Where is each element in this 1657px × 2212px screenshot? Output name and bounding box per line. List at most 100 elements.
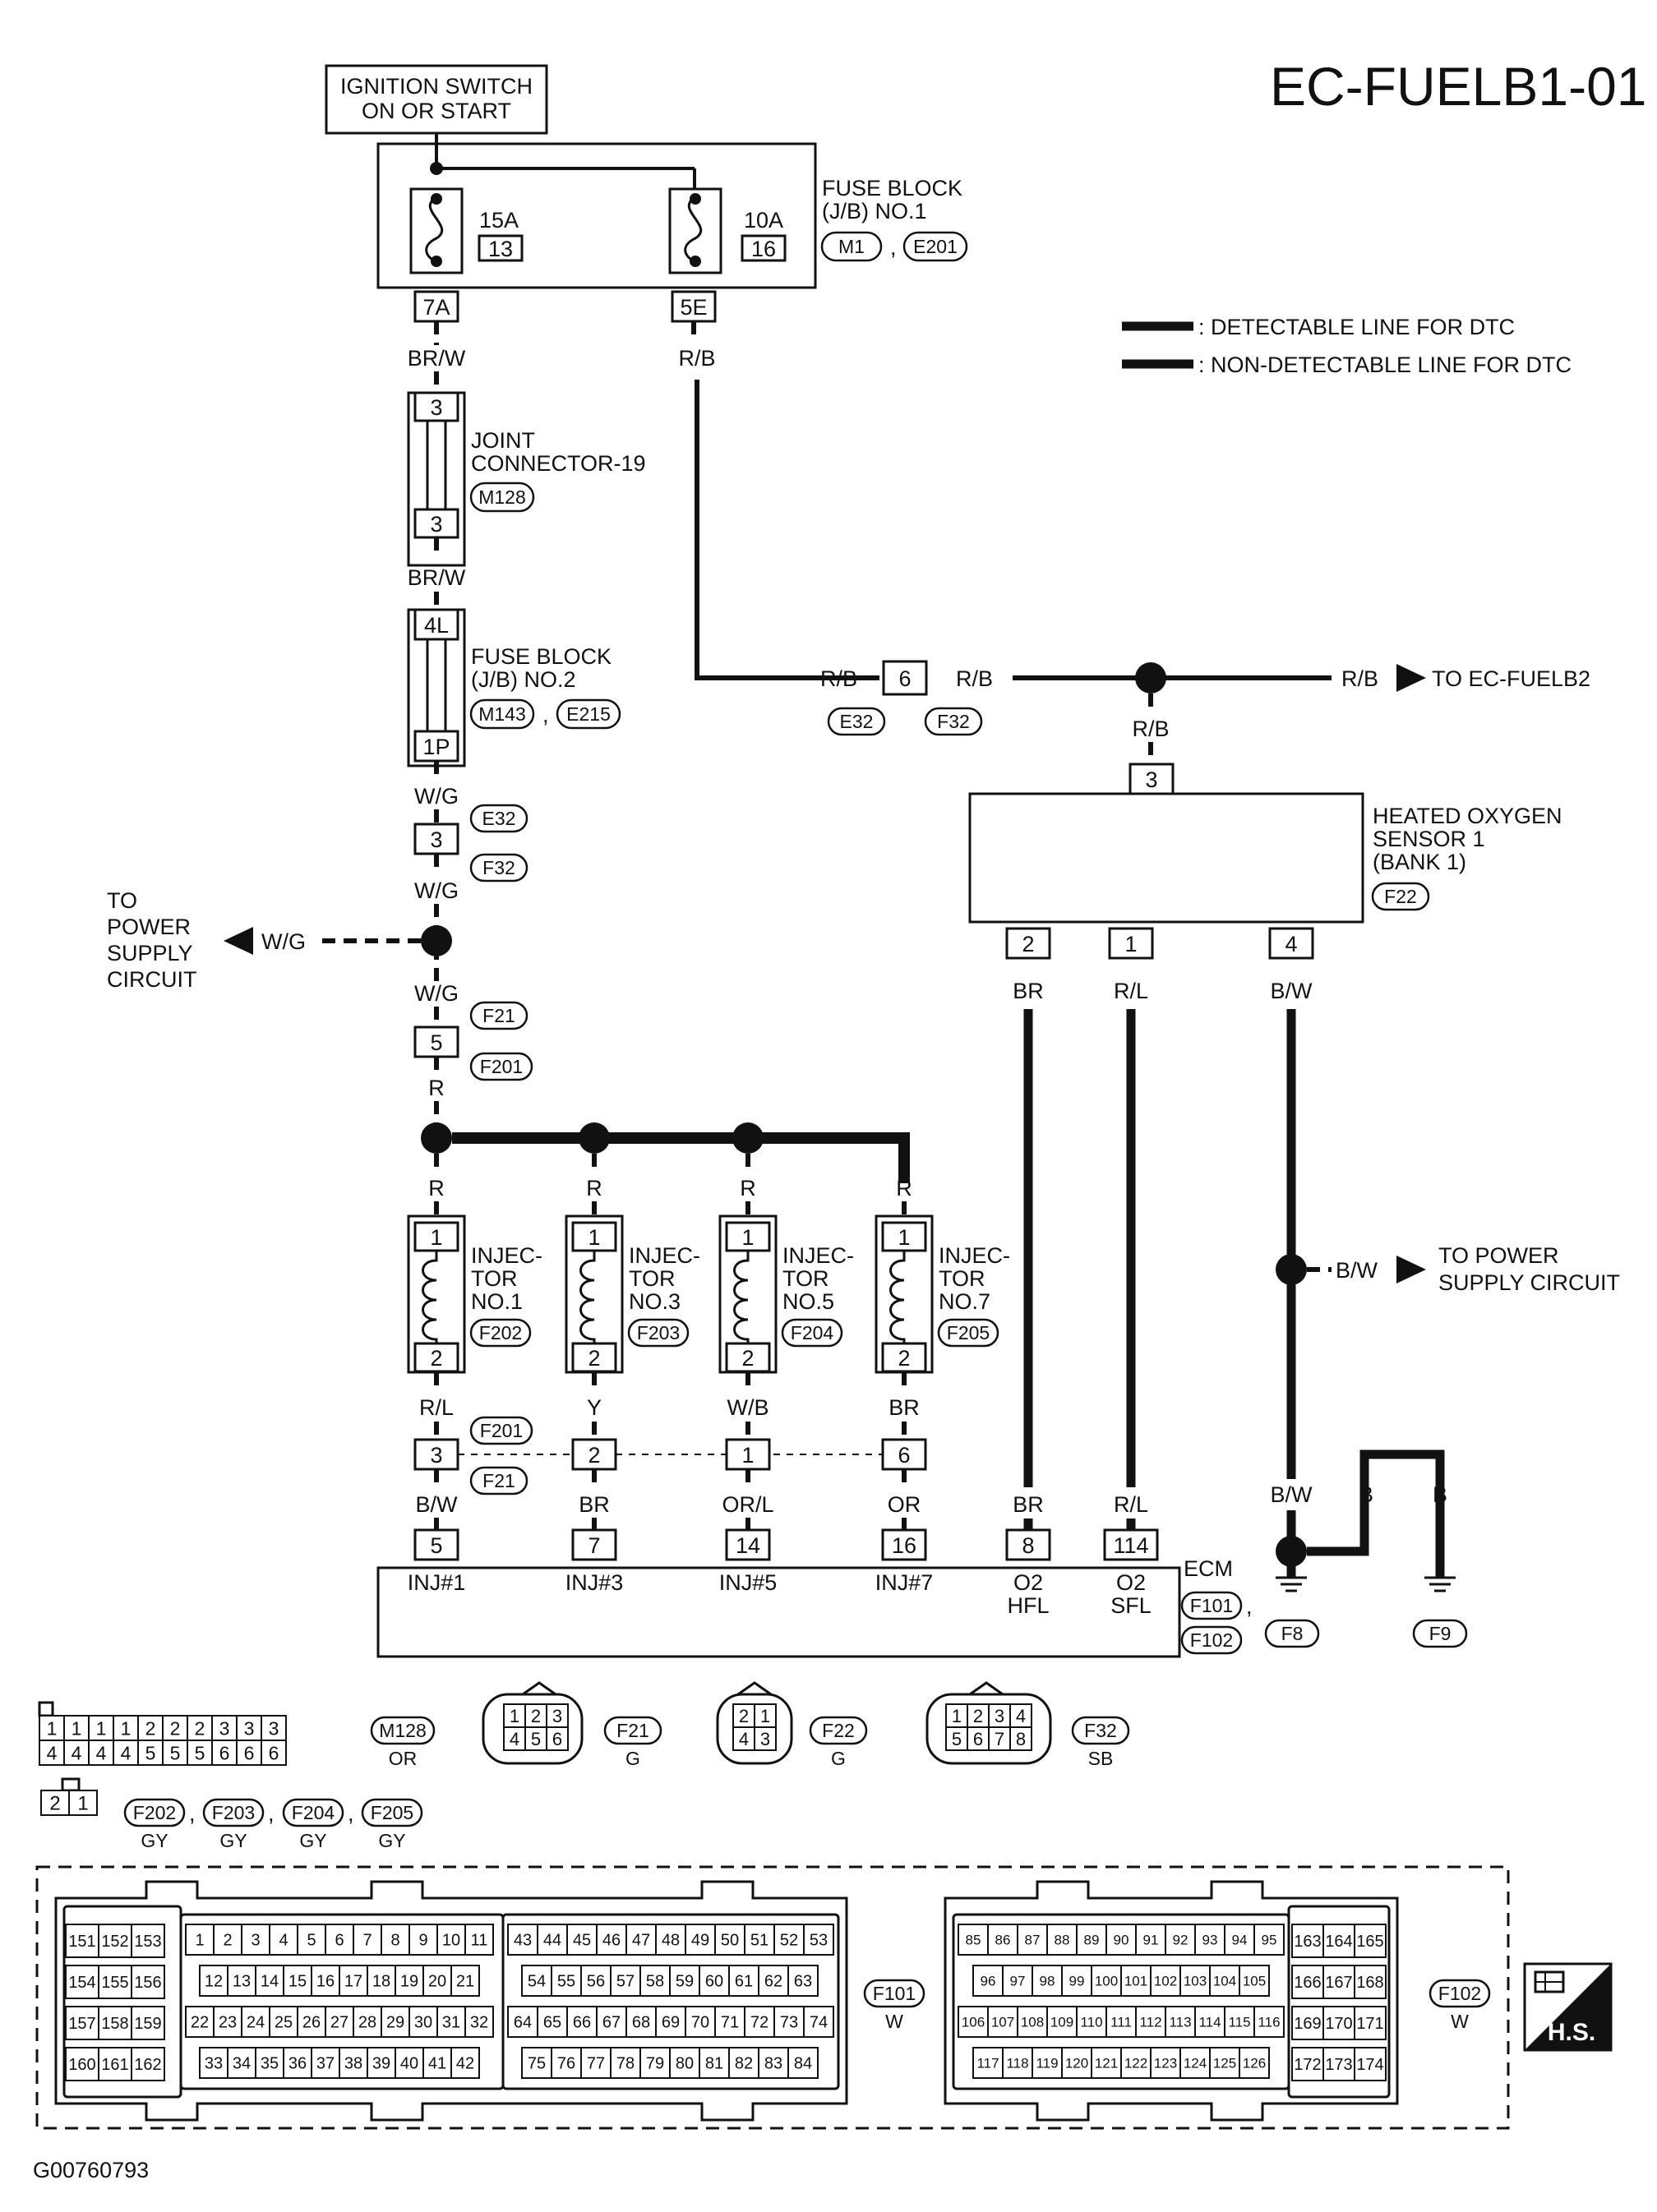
m128-face-id: M128 [379,1720,427,1741]
pin-cell [1322,2047,1355,2081]
pin-cell [353,2006,382,2038]
pin-number: 21 [456,1973,474,1991]
row-pin-1: 1 [741,1443,754,1468]
pin-cell [187,1740,213,1766]
pin-cell [744,1924,775,1956]
figure-id: G00760793 [33,2158,149,2182]
pin-cell [669,2047,700,2079]
pin-cell [98,1965,132,1999]
pin-cell [1061,1965,1092,1997]
pin-number: 46 [602,1932,621,1950]
ho2-pin-3: 3 [1145,767,1157,792]
pin-number: 126 [1243,2056,1266,2071]
legend-detectable: : DETECTABLE LINE FOR DTC [1198,315,1515,339]
ecm-label: ECM [1184,1556,1233,1581]
pin-number: 83 [764,2055,782,2073]
pin-number: 80 [676,2055,694,2073]
inj3-pin-2: 2 [588,1346,600,1371]
ecm-pin-7: 7 [588,1533,600,1558]
pin-number: 158 [101,2015,128,2033]
wire-label-r-1: R [428,1076,445,1100]
pin-cell [580,2047,612,2079]
injector-3: R 1 2 INJEC- TOR NO.3 F203 Y [565,1154,700,1440]
pin-cell [68,1790,98,1816]
heated-oxygen-sensor: 3 HEATED OXYGEN SENSOR 1 (BANK 1) F22 2 … [968,763,1620,1487]
pin-number: 86 [995,1933,1011,1948]
legend-non-detectable: : NON-DETECTABLE LINE FOR DTC [1198,353,1572,377]
pin-number: 160 [68,2056,95,2074]
conn-f21-a: F21 [482,1005,515,1026]
pin-cell [714,2006,745,2038]
gy-sep-2: , [268,1801,275,1826]
conn-f9: F9 [1429,1623,1452,1644]
pin-number: 32 [470,2014,488,2032]
pin-number: 152 [101,1933,128,1951]
pin-cell [1354,1965,1387,1999]
pin-number: 5 [170,1742,181,1763]
pin-number: 8 [1016,1729,1026,1749]
pin-number: 6 [219,1742,230,1763]
pin-number: 40 [400,2055,418,2073]
pin-number: 11 [471,1932,488,1950]
pin-number: 2 [973,1706,983,1726]
fuse-block-2-label1: FUSE BLOCK [471,644,612,669]
pin-cell [65,2047,99,2081]
inj1-label2: TOR [471,1266,518,1291]
pin-number: 48 [662,1932,680,1950]
pin-cell [464,1924,494,1956]
pin-number: 43 [514,1932,532,1950]
injector-1: R 1 2 INJEC- TOR NO.1 F202 R/L [407,1154,542,1440]
pin-number: 5 [307,1932,316,1950]
pin-cell [521,1965,552,1997]
wire-label-wb-inj5: W/B [727,1395,769,1420]
e32-f32-pin-6: 6 [898,666,911,691]
pin-number: 157 [68,2015,95,2033]
pin-cell [236,1715,262,1741]
ecm-term-inj5: INJ#5 [719,1570,778,1595]
pin-cell [98,2047,132,2081]
wire-label-brw-2: BR/W [408,565,466,590]
ecm: 5 7 14 16 8 114 INJ#1 INJ#3 INJ#5 INJ#7 … [376,1528,1253,1658]
pin-number: 169 [1294,2015,1321,2033]
diagram-title: EC-FUELB1-01 [1270,56,1647,117]
pin-number: 63 [794,1973,812,1991]
pin-number: 6 [335,1932,344,1950]
pin-number: 112 [1139,2015,1161,2030]
pin-cell [63,1715,90,1741]
pin-cell [1239,2047,1270,2079]
pin-cell [464,2006,494,2038]
ecm-term-inj3: INJ#3 [565,1570,624,1595]
pin-number: 122 [1124,2056,1147,2071]
fuse-block-1: 15A 13 10A 16 FUSE BLOCK (J/B) NO.1 M1 ,… [376,133,968,323]
pin-number: 98 [1040,1974,1055,1989]
pin-number: 37 [316,2055,335,2073]
pin-cell [732,1703,755,1728]
ecm-pin-8: 8 [1022,1533,1034,1558]
wire-label-bw-ho2: B/W [1271,979,1313,1003]
pin-cell [580,1965,612,1997]
pin-number: 24 [247,2014,265,2032]
ho2-label2: SENSOR 1 [1373,827,1485,851]
pin-number: 33 [205,2055,223,2073]
pin-number: 114 [1198,2015,1221,2030]
pin-number: 17 [344,1973,362,1991]
pin-cell [297,2006,326,2038]
pin-cell [1322,1965,1355,1999]
pin-number: 2 [223,1932,232,1950]
ho2-pin-1: 1 [1124,932,1137,956]
gy-f203: F203 [212,1802,255,1823]
pin-cell [1105,2006,1137,2038]
conn-f204: F204 [791,1322,834,1343]
pin-number: 109 [1050,2015,1073,2030]
pin-number: 82 [735,2055,753,2073]
pin-number: 19 [400,1973,418,1991]
pin-number: 172 [1294,2056,1321,2074]
pin-cell [395,2047,424,2079]
pin-number: 1 [510,1706,519,1726]
fuse-block-2-sep: , [542,703,549,727]
pin-number: 61 [735,1973,753,1991]
pin-number: 4 [121,1742,132,1763]
fuse-block-2-term-top: 4L [424,613,449,638]
pin-number: 31 [442,2014,460,2032]
wire-label-r-inj5: R [740,1176,756,1200]
